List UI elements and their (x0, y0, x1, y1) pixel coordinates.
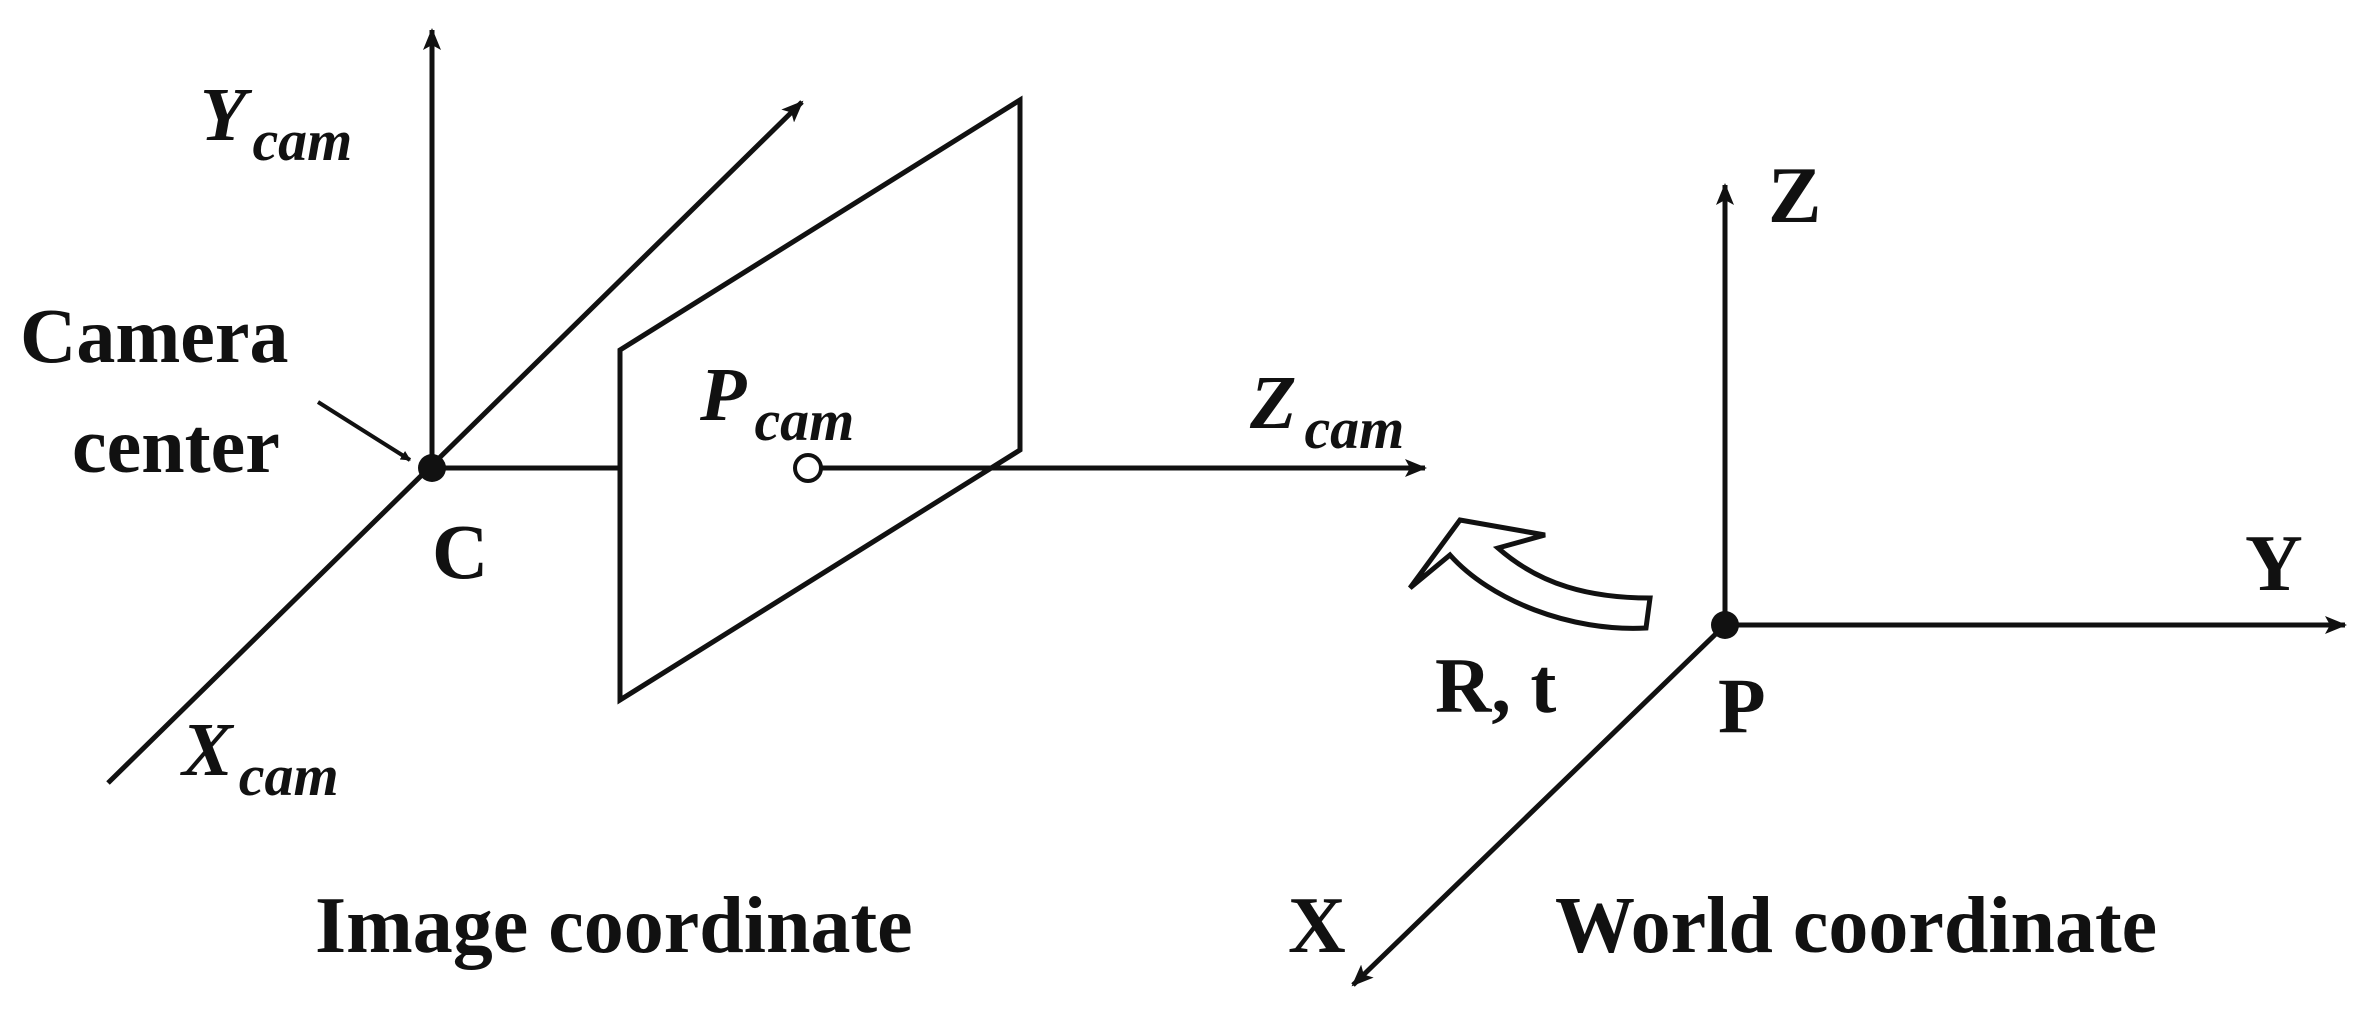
world-z-label: Z (1768, 152, 1821, 240)
transform-arrow-icon (1407, 517, 1653, 631)
x-cam-axis (106, 100, 804, 785)
image-plane (617, 95, 1023, 705)
world-y-label: Y (2245, 520, 2303, 608)
camera-center-point (418, 454, 446, 482)
camera-center-pointer (316, 400, 412, 462)
c-point-label: C (432, 508, 488, 595)
transform-label: R, t (1435, 642, 1556, 729)
image-coordinate-caption: Image coordinate (315, 882, 913, 970)
world-x-label: X (1288, 882, 1346, 970)
world-coordinate-caption: World coordinate (1555, 882, 2157, 970)
camera-center-label-line1: Camera (20, 292, 289, 379)
world-x-axis (1351, 623, 1727, 987)
camera-center-label-line2: center (72, 402, 280, 489)
p-cam-point (793, 453, 823, 483)
world-origin-point (1711, 611, 1739, 639)
p-point-label: P (1718, 662, 1766, 749)
